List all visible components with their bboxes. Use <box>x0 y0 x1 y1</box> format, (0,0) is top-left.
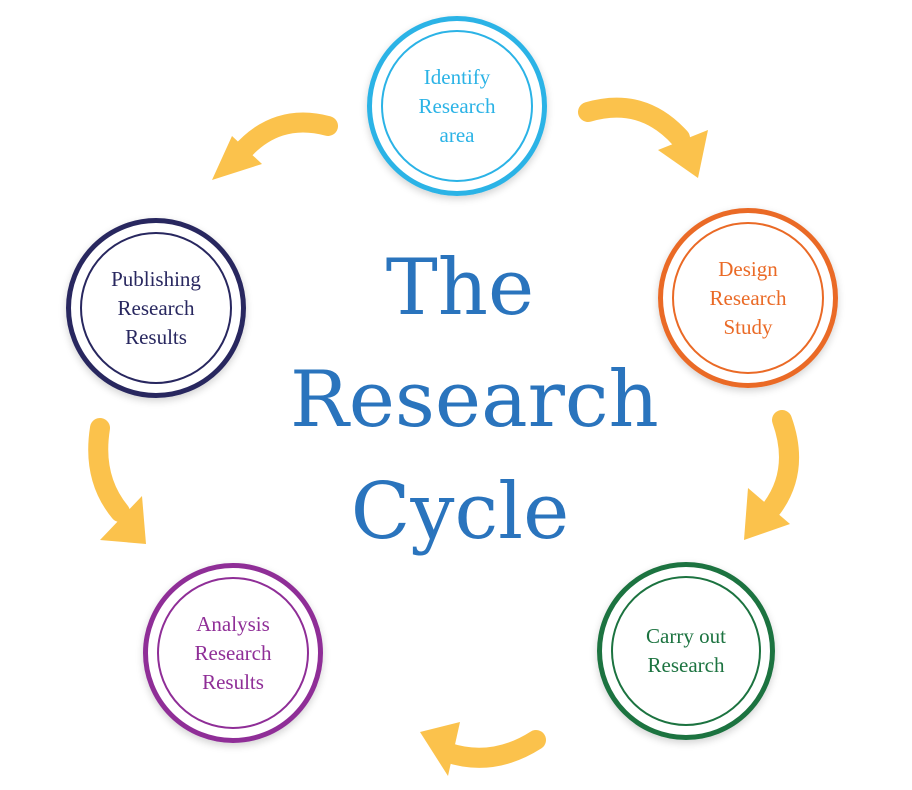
inner-ring <box>80 232 232 384</box>
step-design-research-study: Design Research Study <box>658 208 838 388</box>
arrow-publishing-to-identify <box>212 112 338 180</box>
inner-ring <box>611 576 761 726</box>
step-analysis-research-results: Analysis Research Results <box>143 563 323 743</box>
step-carry-out-research: Carry out Research <box>597 562 775 740</box>
outer-ring <box>367 16 547 196</box>
step-label: Design Research Study <box>709 256 787 339</box>
step-publishing-research-results: Publishing Research Results <box>66 218 246 398</box>
arrow-carry-out-to-analysis <box>420 722 546 776</box>
arrow-analysis-to-publishing <box>88 418 146 544</box>
title-line: The <box>385 243 535 333</box>
step-label: Publishing Research Results <box>111 266 201 349</box>
outer-ring <box>658 208 838 388</box>
inner-ring <box>672 222 824 374</box>
outer-ring <box>66 218 246 398</box>
outer-ring <box>143 563 323 743</box>
step-label: Analysis Research Results <box>194 611 272 694</box>
diagram-title: The Research Cycle <box>290 232 659 568</box>
outer-ring <box>597 562 775 740</box>
inner-ring <box>381 30 533 182</box>
title-line: Cycle <box>350 467 570 557</box>
step-label: Carry out Research <box>646 624 726 677</box>
arrow-design-to-carry-out <box>744 410 800 540</box>
title-line: Research <box>290 355 659 445</box>
inner-ring <box>157 577 309 729</box>
step-identify-research-area: Identify Research area <box>367 16 547 196</box>
arrow-identify-to-design <box>578 97 708 178</box>
step-label: Identify Research area <box>418 64 496 147</box>
